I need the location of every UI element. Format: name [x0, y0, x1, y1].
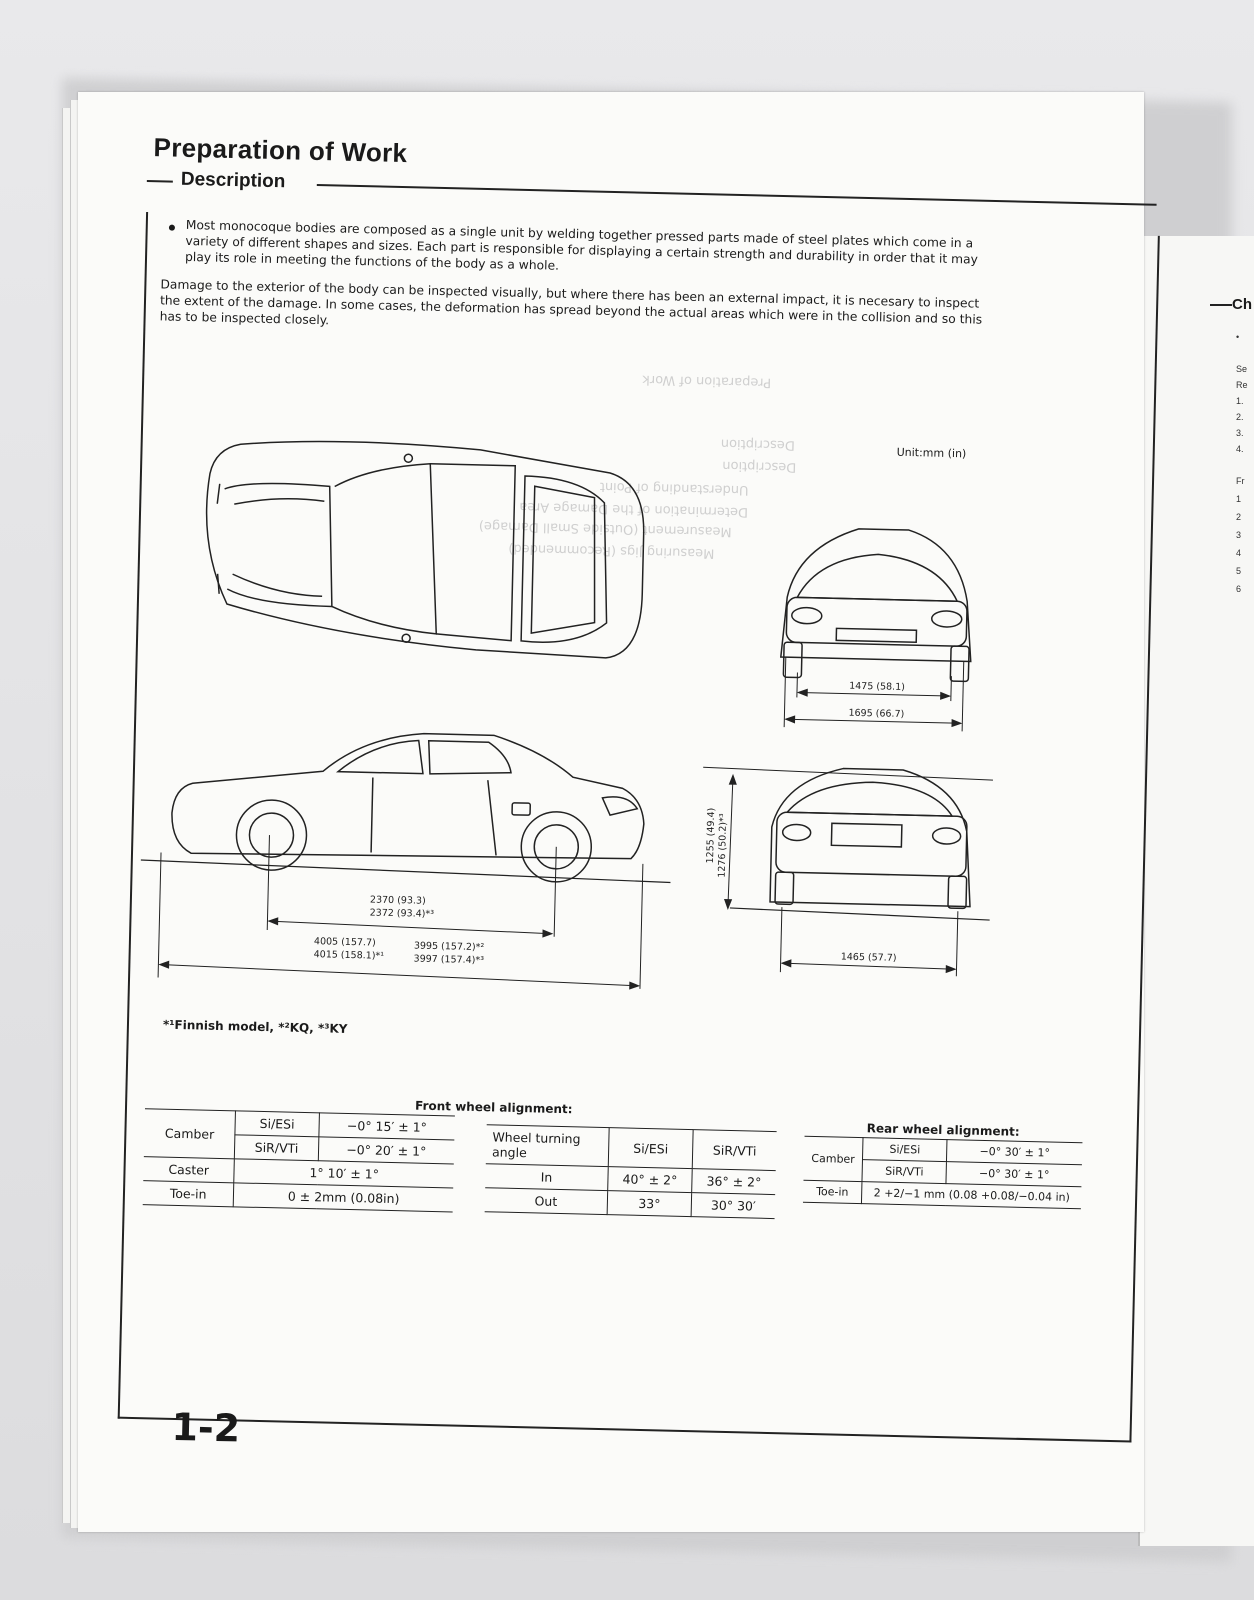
bleed-through-text: Preparation of Work [642, 371, 772, 390]
next-page-line: 2. [1236, 412, 1244, 422]
length-label-finnish: 4015 (158.1)*¹ [314, 949, 385, 962]
turning-col-sir: SiR/VTi [692, 1129, 777, 1171]
next-page-line: 1. [1236, 396, 1244, 406]
rear-toe-label: Toe-in [802, 1180, 863, 1204]
front-alignment-table: Camber Si/ESi −0° 15′ ± 1° SiR/VTi −0° 2… [142, 1108, 455, 1212]
car-top-view [205, 440, 645, 659]
next-page-line: 3. [1236, 428, 1244, 438]
next-page-line: 4. [1236, 444, 1244, 454]
page-edge-stack [70, 100, 81, 1528]
turning-row-value: 33° [607, 1190, 692, 1217]
rear-camber-label: Camber [803, 1136, 864, 1182]
car-side-view [140, 732, 671, 990]
wheelbase-label: 2370 (93.3) [370, 894, 426, 906]
next-page-line: Re [1236, 380, 1248, 390]
next-page-line: 5 [1236, 566, 1242, 576]
length-label: 4005 (157.7) [314, 936, 376, 948]
front-toe-label: Toe-in [142, 1180, 235, 1207]
rear-camber-model: SiR/VTi [862, 1159, 947, 1184]
caster-label: Caster [143, 1156, 235, 1183]
turning-row-label: Out [484, 1187, 608, 1215]
rear-alignment-table: Camber Si/ESi −0° 30′ ± 1° SiR/VTi −0° 3… [802, 1136, 1083, 1210]
next-page-line: • [1236, 332, 1240, 342]
front-camber-model: Si/ESi [235, 1110, 319, 1137]
page-content: Preparation of Work Description ● Most m… [117, 132, 1160, 1451]
height-label: 1255 (49.4) [705, 808, 717, 864]
car-rear-view [703, 766, 993, 977]
rear-camber-value: −0° 30′ ± 1° [946, 1161, 1082, 1187]
front-camber-value: −0° 20′ ± 1° [317, 1136, 455, 1164]
length-label-ky: 3997 (157.4)*³ [413, 953, 484, 966]
manual-page: Preparation of Work Description ● Most m… [78, 92, 1160, 1532]
next-page-line: 3 [1236, 530, 1242, 540]
wheelbase-label-ky: 2372 (93.4)*³ [370, 907, 435, 920]
front-camber-value: −0° 15′ ± 1° [318, 1112, 455, 1140]
front-track-label: 1475 (58.1) [849, 681, 905, 693]
next-page-line: 6 [1236, 584, 1242, 594]
rear-track-label: 1465 (57.7) [841, 952, 897, 964]
next-page-line: Se [1236, 364, 1248, 374]
page-title: Preparation of Work [153, 132, 408, 169]
next-page-rule [1210, 304, 1232, 306]
length-label-kq: 3995 (157.2)*² [414, 940, 485, 953]
front-toe-value: 0 ± 2mm (0.08in) [233, 1182, 454, 1212]
next-page-line: 4 [1236, 548, 1242, 558]
next-page-title: Ch [1232, 296, 1252, 313]
next-page-edge: Ch • Se Re 1. 2. 3. 4. Fr 1 2 3 4 5 6 [1138, 236, 1254, 1546]
height-label-ky: 1276 (50.2)*³ [717, 813, 730, 878]
turning-row-value: 30° 30′ [691, 1192, 776, 1219]
front-camber-label: Camber [143, 1108, 236, 1159]
page-edge-stack [62, 108, 73, 1523]
section-rule-left [146, 179, 173, 183]
overall-width-label: 1695 (66.7) [848, 708, 904, 720]
front-camber-model: SiR/VTi [234, 1134, 319, 1161]
turning-angle-table: Wheel turning angle Si/ESi SiR/VTi In 40… [484, 1124, 777, 1219]
turning-col-si: Si/ESi [608, 1127, 694, 1169]
car-front-view [779, 528, 972, 732]
section-title: Description [174, 168, 292, 194]
next-page-line: Fr [1236, 476, 1245, 486]
section-rule-right [316, 183, 1157, 206]
next-page-line: 1 [1236, 494, 1242, 504]
page-number: 1-2 [170, 1404, 241, 1451]
bullet-dot: ● [167, 218, 177, 235]
next-page-line: 2 [1236, 512, 1242, 522]
vehicle-dimension-diagram: 1475 (58.1) 1695 (66.7) 1465 (57.7) 2370… [140, 440, 993, 990]
turning-angle-header: Wheel turning angle [485, 1124, 610, 1167]
turning-row-value: 36° ± 2° [691, 1168, 776, 1195]
turning-row-label: In [485, 1163, 609, 1191]
rear-toe-value: 2 +2/−1 mm (0.08 +0.08/−0.04 in) [861, 1181, 1082, 1209]
rear-camber-value: −0° 30′ ± 1° [946, 1139, 1083, 1165]
rear-camber-model: Si/ESi [862, 1137, 948, 1162]
turning-row-value: 40° ± 2° [607, 1166, 693, 1193]
